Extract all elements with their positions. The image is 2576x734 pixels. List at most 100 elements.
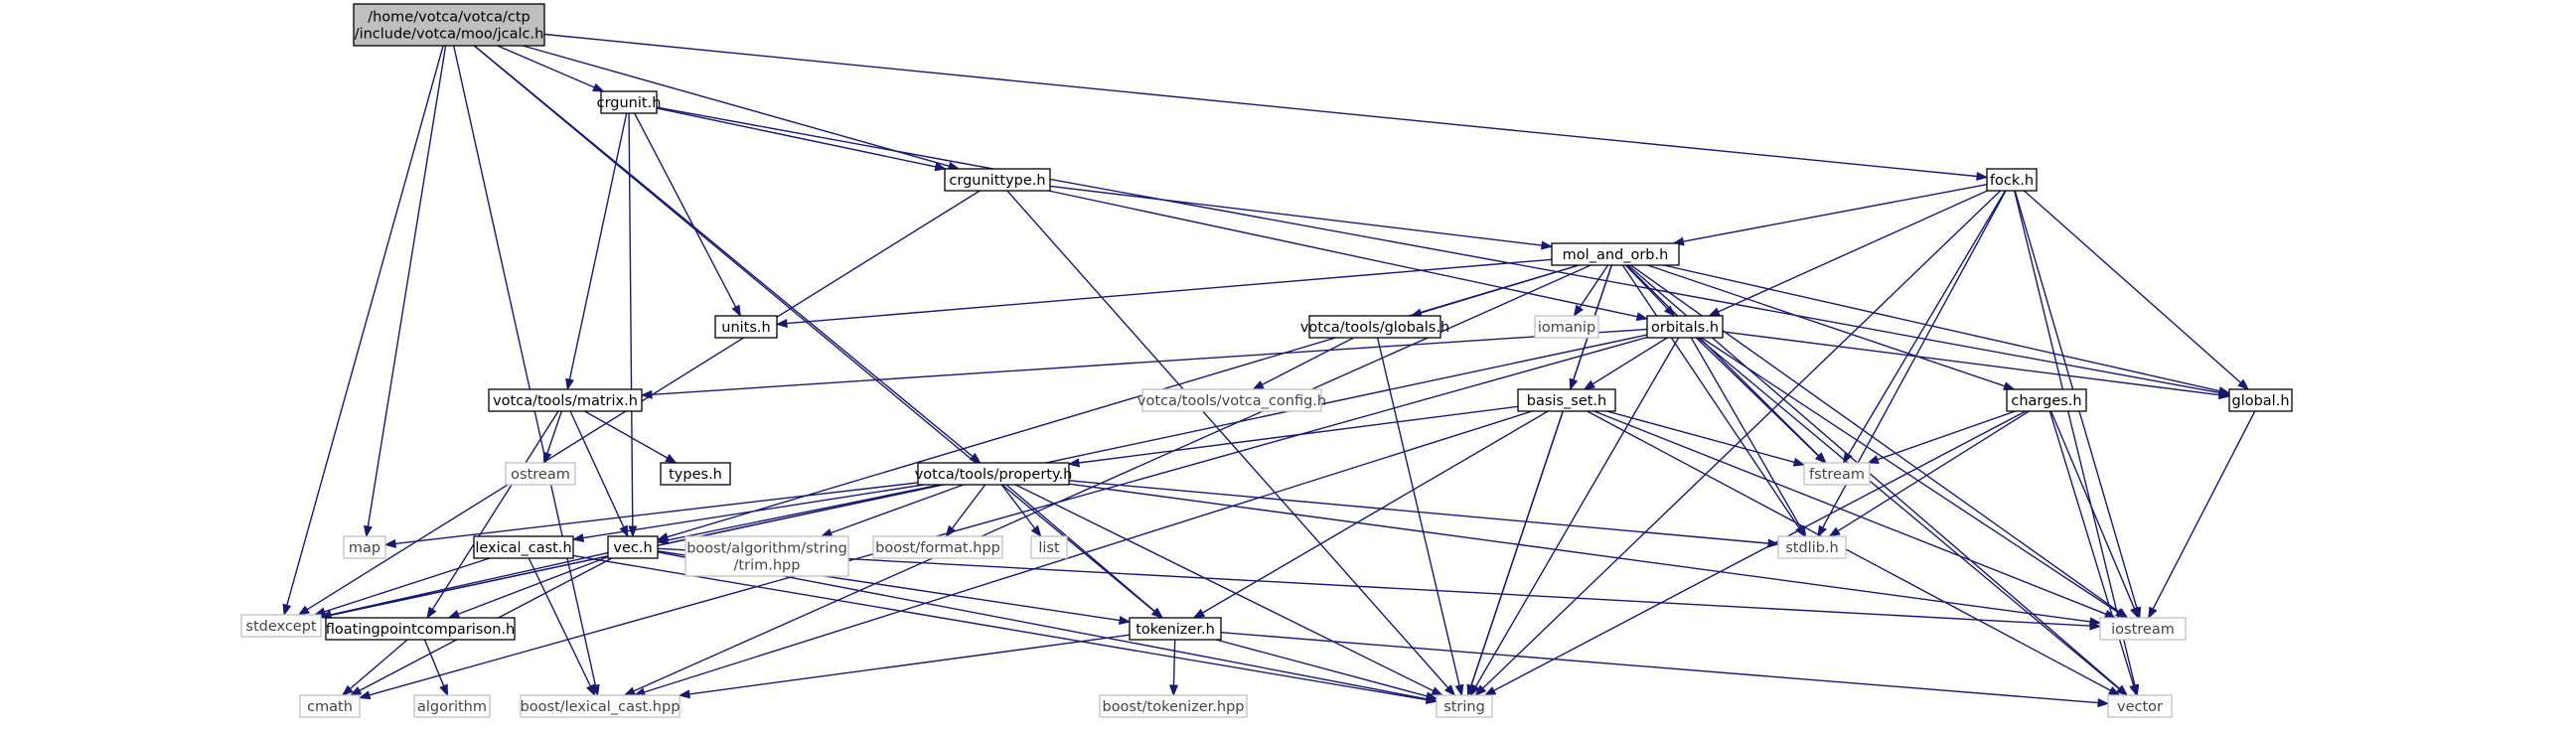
node-label: units.h — [721, 320, 770, 336]
edge-line — [1722, 331, 2220, 396]
include-edge-crgunittype-to-mol_and_orb — [1049, 185, 1554, 250]
node-list: list — [1030, 535, 1068, 559]
include-edge-vec-to-floatcmp — [447, 555, 609, 619]
node-basis_set[interactable]: basis_set.h — [1517, 388, 1616, 412]
edge-line — [1068, 483, 2091, 623]
node-box — [2228, 388, 2293, 412]
edge-line — [688, 634, 1131, 695]
node-box — [1777, 535, 1847, 559]
node-types[interactable]: types.h — [660, 462, 731, 486]
node-tokenizer[interactable]: tokenizer.h — [1129, 617, 1222, 641]
node-box — [872, 535, 1003, 559]
include-edge-vec-to-iostream — [657, 547, 2102, 631]
node-box — [1129, 617, 1222, 641]
edge-line — [367, 45, 447, 527]
edge-arrowhead — [2148, 606, 2158, 620]
edge-arrowhead — [565, 377, 574, 391]
edge-line — [394, 482, 919, 545]
edge-arrowhead — [586, 683, 596, 697]
edge-arrowhead — [571, 533, 585, 543]
edge-line — [528, 557, 592, 687]
node-globals[interactable]: votca/tools/globals.h — [1300, 315, 1449, 339]
node-boost_format: boost/format.hpp — [872, 535, 1003, 559]
node-boost_tokenizer: boost/tokenizer.hpp — [1099, 694, 1248, 718]
node-crgunit[interactable]: crgunit.h — [597, 90, 662, 114]
include-edge-property-to-lexical_cast_h — [571, 484, 924, 543]
node-box — [343, 535, 386, 559]
node-label: boost/algorithm/string — [686, 541, 847, 557]
edge-line — [1690, 337, 1802, 528]
edge-arrowhead — [1151, 607, 1164, 619]
node-jcalc[interactable]: /home/votca/votca/ctp/include/votca/moo/… — [353, 3, 545, 47]
edge-line — [1006, 190, 1449, 688]
edge-line — [786, 258, 1553, 325]
node-label: crgunit.h — [597, 95, 662, 111]
edge-arrowhead — [2089, 621, 2102, 631]
node-charges[interactable]: charges.h — [2006, 388, 2087, 412]
node-matrix[interactable]: votca/tools/matrix.h — [488, 388, 643, 412]
include-edge-property-to-vec — [656, 484, 941, 545]
edge-arrowhead — [1828, 526, 1841, 537]
include-edge-property-to-list — [1000, 484, 1042, 538]
include-edge-orbitals-to-vector — [1697, 337, 2128, 696]
edge-line — [1215, 639, 1428, 697]
node-box — [2099, 617, 2187, 641]
node-units[interactable]: units.h — [714, 315, 778, 339]
node-label: orbitals.h — [1651, 320, 1719, 336]
edge-line — [1068, 480, 1769, 544]
edge-arrowhead — [341, 684, 354, 696]
edge-arrowhead — [1483, 686, 1497, 696]
node-global[interactable]: global.h — [2228, 388, 2293, 412]
include-edge-orbitals-to-basis_set — [1583, 337, 1668, 390]
edge-line — [569, 410, 625, 528]
node-label: /trim.hpp — [734, 558, 801, 574]
include-edge-orbitals-to-iostream — [1701, 337, 2128, 619]
edge-arrowhead — [297, 605, 311, 616]
edge-line — [582, 484, 924, 539]
edge-line — [1647, 264, 2006, 387]
node-label: fstream — [1809, 467, 1865, 483]
node-fock[interactable]: fock.h — [1986, 168, 2038, 192]
node-floatcmp[interactable]: floatingpointcomparison.h — [325, 617, 516, 641]
edge-arrowhead — [2129, 683, 2138, 697]
node-crgunittype[interactable]: crgunittype.h — [944, 168, 1051, 192]
edge-arrowhead — [2130, 606, 2139, 620]
include-edge-matrix-to-floatcmp — [426, 410, 559, 620]
include-edge-jcalc-to-boost_lexical_cast — [453, 45, 600, 697]
include-edge-orbitals-to-stdlib — [1690, 337, 1807, 538]
edge-line — [369, 336, 1648, 696]
include-edge-floatcmp-to-algorithm — [423, 639, 449, 697]
node-orbitals[interactable]: orbitals.h — [1646, 315, 1724, 339]
edge-arrowhead — [1541, 240, 1554, 250]
edge-arrowhead — [1067, 458, 1080, 468]
edge-line — [453, 45, 597, 686]
node-label: fock.h — [1990, 173, 2034, 189]
edge-line — [667, 484, 941, 541]
node-stdlib: stdlib.h — [1777, 535, 1847, 559]
edge-line — [1848, 190, 2007, 455]
edge-line — [656, 106, 2220, 394]
edge-arrowhead — [1817, 524, 1827, 538]
node-vec[interactable]: vec.h — [607, 535, 659, 559]
edge-arrowhead — [731, 304, 741, 318]
node-algorithm: algorithm — [413, 694, 491, 718]
include-edge-property-to-map — [383, 482, 919, 548]
edge-line — [497, 45, 595, 88]
edge-line — [568, 112, 628, 380]
include-edge-globals-to-votca_config — [1252, 337, 1354, 390]
node-box — [488, 388, 643, 412]
node-lexical_cast_h[interactable]: lexical_cast.h — [473, 535, 574, 559]
edge-line — [431, 410, 559, 610]
node-property[interactable]: votca/tools/property.h — [915, 462, 1073, 486]
include-edge-tokenizer-to-string — [1215, 639, 1439, 701]
node-box — [607, 535, 659, 559]
node-ostream: ostream — [505, 462, 576, 486]
edge-line — [1005, 484, 1155, 613]
edge-line — [2014, 190, 2136, 686]
node-iostream: iostream — [2099, 617, 2187, 641]
node-label: ostream — [511, 467, 570, 483]
node-mol_and_orb[interactable]: mol_and_orb.h — [1551, 242, 1680, 266]
node-box — [353, 3, 545, 47]
include-edge-jcalc-to-stdexcept — [282, 45, 444, 617]
edge-line — [1587, 410, 2111, 691]
